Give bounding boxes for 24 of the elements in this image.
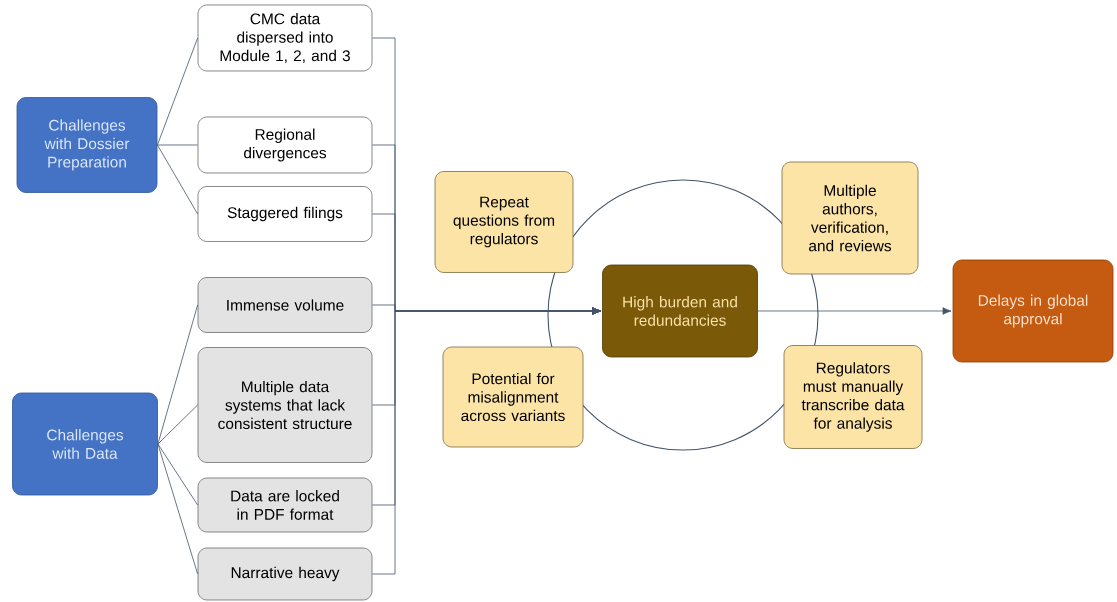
outcome-box: Delays in global approval	[952, 259, 1114, 363]
challenge-box: CMC data dispersed into Module 1, 2, and 3	[197, 4, 373, 72]
connector-line	[157, 404, 198, 445]
issue-box: Repeat questions from regulators	[434, 171, 574, 273]
connector-line	[157, 37, 198, 146]
connector-line	[157, 304, 198, 445]
center-box: High burden and redundancies	[602, 264, 758, 358]
arrow	[757, 307, 952, 315]
issue-box: Multiple authors, verification, and reviews	[781, 161, 919, 275]
category-box: Challenges with Data	[12, 392, 158, 496]
issue-box: Potential for misalignment across variants	[442, 346, 584, 448]
challenge-box: Data are locked in PDF format	[197, 477, 373, 533]
challenge-box: Narrative heavy	[197, 547, 373, 601]
connector-line	[157, 443, 198, 575]
challenge-box: Multiple data systems that lack consistent structure	[197, 347, 373, 463]
challenge-box: Staggered filings	[197, 186, 373, 242]
challenge-box: Immense volume	[197, 277, 373, 333]
category-box: Challenges with Dossier Preparation	[16, 97, 158, 193]
connector-line	[157, 144, 198, 146]
issue-box: Regulators must manually transcribe data for analysis	[783, 345, 923, 449]
connector-line	[157, 443, 198, 506]
connector-line	[157, 144, 198, 215]
bracket-arrow	[372, 307, 601, 575]
challenge-box: Regional divergences	[197, 116, 373, 174]
